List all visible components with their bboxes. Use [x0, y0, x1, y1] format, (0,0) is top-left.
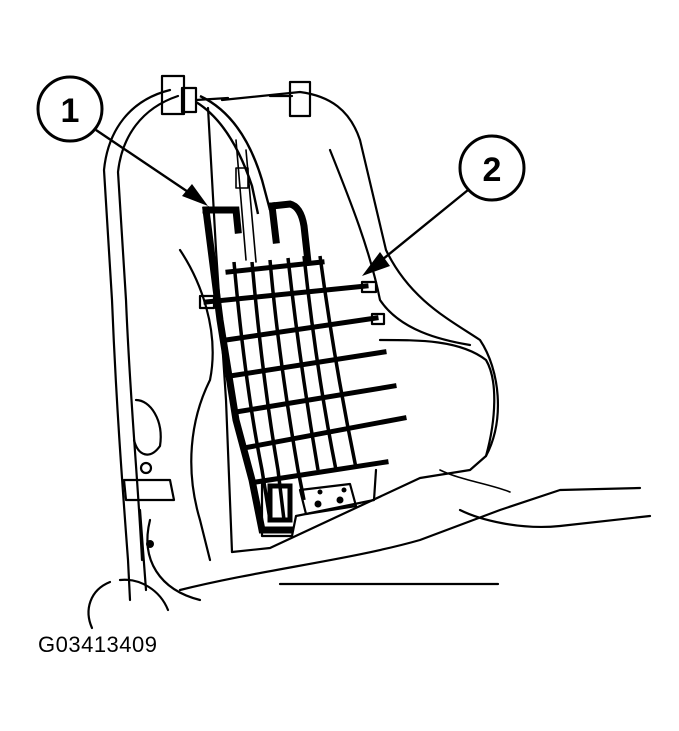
grid-pad: [198, 255, 407, 521]
callout-1: 1: [36, 75, 208, 206]
seat-cushion: [87, 486, 652, 630]
wire-harness: [195, 94, 272, 263]
callout-2-label: 2: [483, 151, 502, 189]
callout-1-label: 1: [61, 92, 80, 130]
headrest-guides: [160, 74, 312, 118]
recliner-bracket: [122, 398, 176, 592]
connector-block: [260, 468, 378, 538]
seat-back-frame: [102, 88, 511, 602]
callout-2: 2: [362, 134, 526, 276]
figure-id: G03413409: [38, 632, 158, 657]
